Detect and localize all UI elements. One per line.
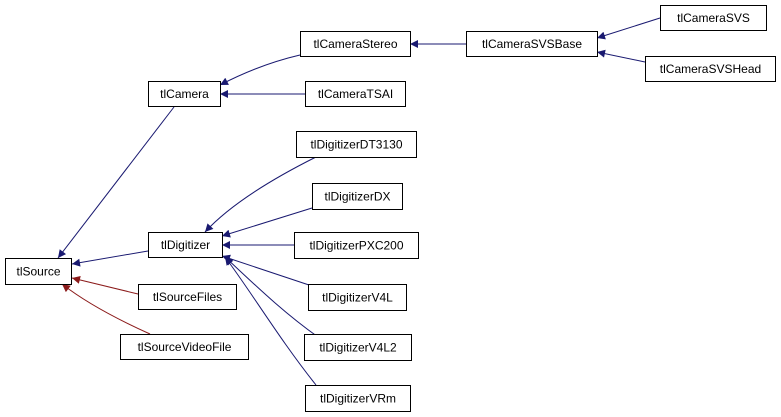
- node-box: [148, 81, 221, 107]
- node-box: [120, 334, 249, 360]
- node-label: tlCamera: [160, 87, 209, 101]
- edge-tlCameraSVSHead-to-tlCameraSVSBase: [596, 49, 646, 63]
- edge-tlSourceFiles-to-tlSource: [71, 275, 139, 295]
- node-box: [645, 56, 776, 82]
- edge-tlDigitizerVRm-to-tlDigitizer: [224, 256, 317, 386]
- node-box: [308, 284, 407, 311]
- node-label: tlCameraSVSBase: [482, 37, 582, 51]
- node-box: [138, 284, 237, 310]
- node-label: tlCameraSVSHead: [660, 62, 761, 76]
- node-box: [305, 385, 411, 412]
- edges-layer: [57, 17, 661, 386]
- node-label: tlDigitizerVRm: [320, 392, 396, 406]
- node-box: [148, 232, 223, 258]
- node-box: [296, 131, 417, 158]
- node-label: tlDigitizerDT3130: [310, 138, 402, 152]
- edge-tlCameraStereo-to-tlCamera: [219, 54, 301, 86]
- node-label: tlSource: [16, 265, 60, 279]
- node-box: [660, 5, 767, 31]
- edge-tlSourceVideoFile-to-tlSource: [61, 283, 151, 335]
- edge-tlDigitizer-to-tlSource: [71, 250, 149, 267]
- node-tlDigitizerVRm[interactable]: tlDigitizerVRm: [305, 385, 411, 412]
- node-tlDigitizerPXC200[interactable]: tlDigitizerPXC200: [294, 232, 419, 259]
- node-tlDigitizer[interactable]: tlDigitizer: [148, 232, 223, 258]
- node-tlSource[interactable]: tlSource: [5, 258, 72, 285]
- nodes-layer: tlSource tlCamera tlDigitizer tlSourceFiles…: [5, 5, 776, 412]
- edge-tlCameraSVS-to-tlCameraSVSBase: [596, 17, 661, 40]
- node-tlCameraSVS[interactable]: tlCameraSVS: [660, 5, 767, 31]
- edge-tlCamera-to-tlSource: [57, 106, 175, 259]
- node-box: [466, 31, 598, 57]
- node-tlDigitizerDX[interactable]: tlDigitizerDX: [312, 183, 403, 210]
- node-label: tlSourceFiles: [153, 290, 222, 304]
- node-label: tlCameraSVS: [677, 11, 750, 25]
- node-tlCameraStereo[interactable]: tlCameraStereo: [300, 31, 411, 57]
- edge-tlDigitizerDX-to-tlDigitizer: [221, 207, 313, 238]
- edge-tlDigitizerV4L-to-tlDigitizer: [221, 254, 313, 287]
- node-box: [304, 334, 412, 361]
- node-label: tlSourceVideoFile: [138, 340, 232, 354]
- node-tlCamera[interactable]: tlCamera: [148, 81, 221, 107]
- node-tlSourceVideoFile[interactable]: tlSourceVideoFile: [120, 334, 249, 360]
- node-label: tlDigitizerV4L: [322, 291, 393, 305]
- edge-tlDigitizerV4L2-to-tlDigitizer: [224, 256, 319, 338]
- node-tlDigitizerV4L2[interactable]: tlDigitizerV4L2: [304, 334, 412, 361]
- node-tlCameraTSAI[interactable]: tlCameraTSAI: [305, 81, 406, 107]
- node-tlCameraSVSHead[interactable]: tlCameraSVSHead: [645, 56, 776, 82]
- node-label: tlDigitizerPXC200: [309, 239, 403, 253]
- node-tlCameraSVSBase[interactable]: tlCameraSVSBase: [466, 31, 598, 57]
- edge-tlDigitizerDT3130-to-tlDigitizer: [204, 156, 317, 233]
- node-label: tlDigitizerDX: [324, 190, 390, 204]
- node-tlSourceFiles[interactable]: tlSourceFiles: [138, 284, 237, 310]
- node-box: [312, 183, 403, 210]
- node-label: tlCameraStereo: [313, 37, 397, 51]
- node-box: [5, 258, 72, 285]
- node-box: [305, 81, 406, 107]
- node-tlDigitizerDT3130[interactable]: tlDigitizerDT3130: [296, 131, 417, 158]
- node-label: tlDigitizer: [161, 238, 210, 252]
- node-label: tlCameraTSAI: [318, 87, 393, 101]
- node-tlDigitizerV4L[interactable]: tlDigitizerV4L: [308, 284, 407, 311]
- node-label: tlDigitizerV4L2: [319, 341, 397, 355]
- node-box: [300, 31, 411, 57]
- node-box: [294, 232, 419, 259]
